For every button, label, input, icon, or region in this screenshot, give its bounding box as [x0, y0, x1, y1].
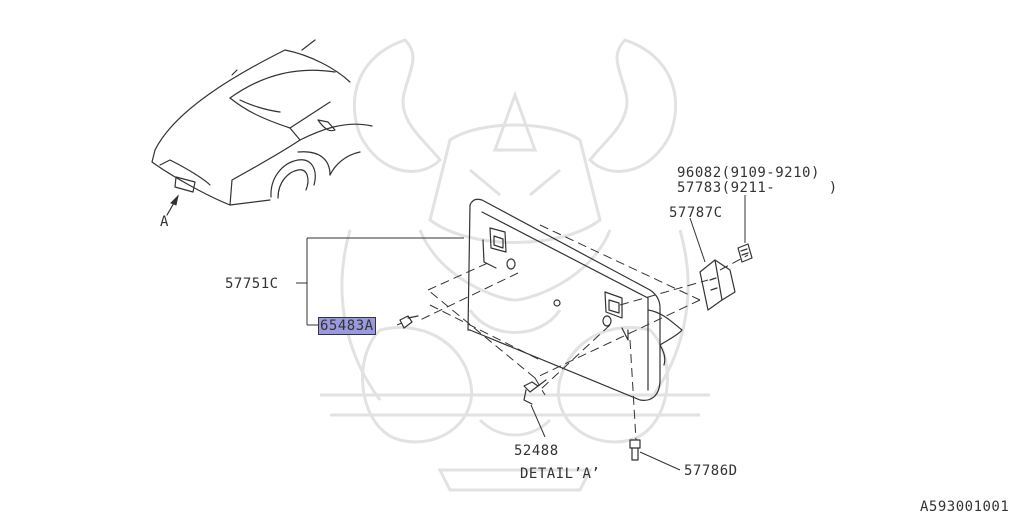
date-range-96082: (9109-9210): [721, 165, 820, 181]
part-label-96082[interactable]: 96082(9109-9210): [677, 165, 820, 181]
figure-code: A593001001: [920, 499, 1010, 515]
car-illustration: [151, 39, 373, 206]
part-label-57783[interactable]: 57783(9211- ): [677, 180, 838, 196]
plate-outline-right: [534, 299, 701, 379]
screw-label-leader: [639, 451, 681, 471]
plate-outline-inner: [429, 304, 541, 361]
part-label-52488[interactable]: 52488: [514, 443, 559, 459]
plate-outline-bottom: [427, 289, 536, 379]
part-number-57783: 57783: [677, 180, 722, 196]
date-range-57783: (9211- ): [721, 180, 838, 196]
bolt-label-leader: [530, 404, 546, 438]
screw-57786d: [629, 439, 641, 461]
selected-label-leader: [396, 322, 403, 326]
plate-outline-corner: [534, 377, 546, 396]
bolt-guide: [539, 324, 611, 391]
bracket-guide: [619, 279, 709, 306]
part-label-57786d[interactable]: 57786D: [684, 463, 738, 479]
bracket-label-leader: [689, 217, 706, 263]
plate-outline-left: [427, 261, 491, 291]
side-bracket: [699, 259, 736, 311]
part-label-57787c[interactable]: 57787C: [669, 205, 723, 221]
license-plate-bracket: [467, 198, 683, 401]
clip-nut: [737, 243, 753, 263]
screw-d-guide: [629, 339, 637, 441]
clip-guide: [719, 254, 749, 271]
detail-a-caption: DETAIL’A’: [520, 466, 601, 482]
view-a-arrowhead: [170, 194, 179, 206]
plate-outline-top: [539, 224, 701, 301]
part-label-57751c[interactable]: 57751C: [225, 276, 279, 292]
view-a-label: A: [160, 214, 169, 230]
part-number-96082: 96082: [677, 165, 722, 181]
bolt-52488: [523, 379, 547, 405]
screw-65483a: [399, 315, 419, 329]
part-label-65483a-highlighted[interactable]: 65483A: [318, 317, 376, 335]
screw-a-guide: [419, 272, 519, 321]
